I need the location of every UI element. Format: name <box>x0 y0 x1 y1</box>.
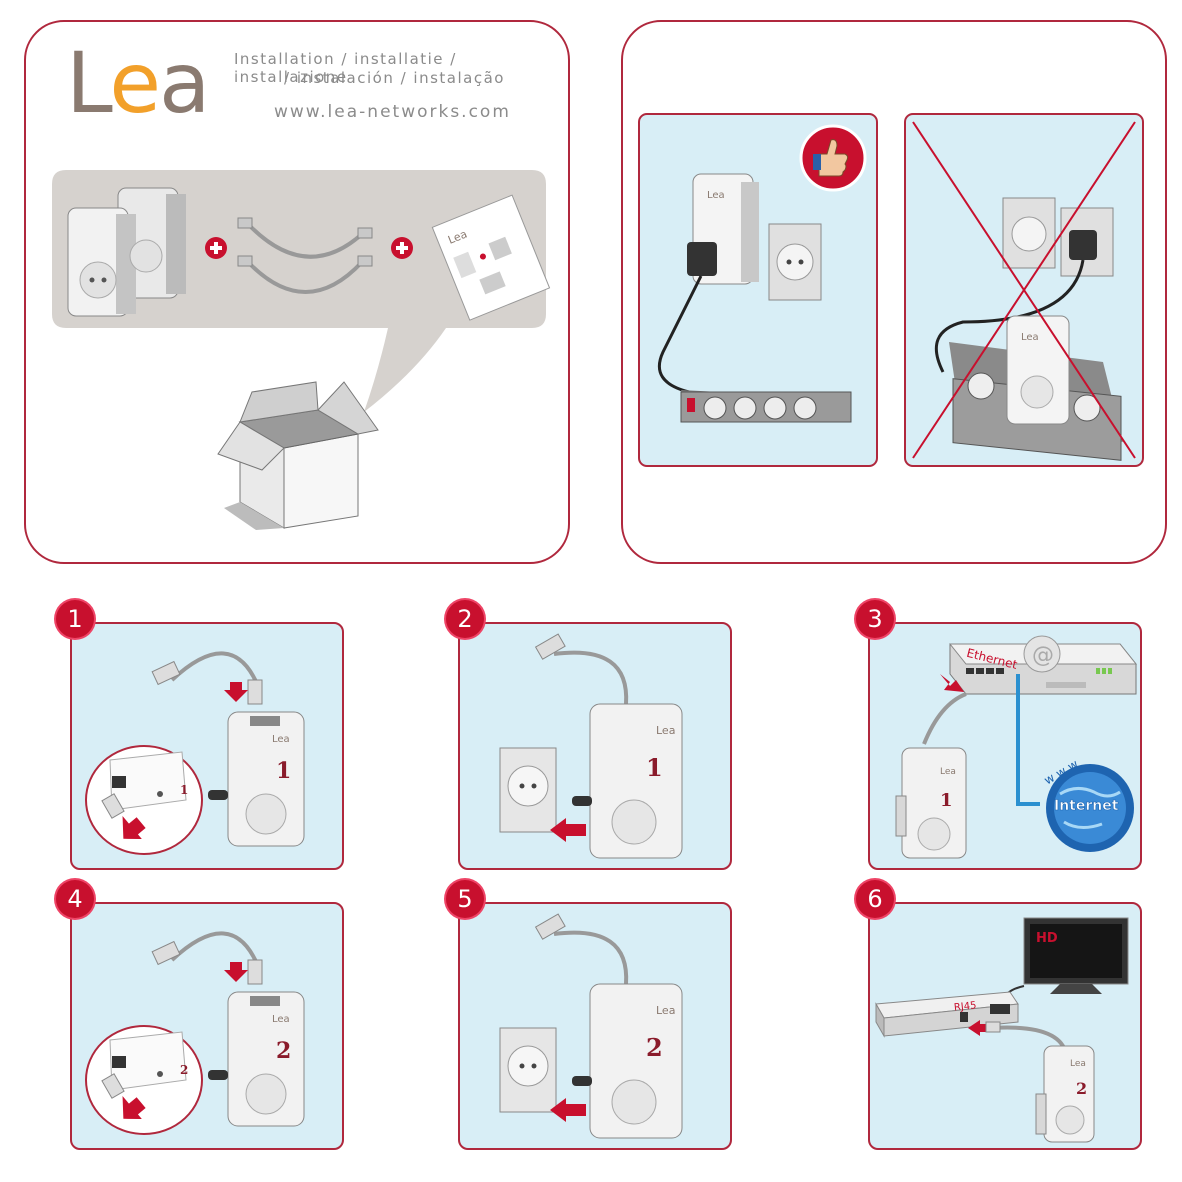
step-2-box: Lea 1 <box>458 622 732 870</box>
svg-text:Lea: Lea <box>272 734 290 745</box>
step-5-illustration: Lea 2 <box>460 904 730 1148</box>
step-6-badge: 6 <box>856 880 894 918</box>
box-icon <box>218 382 378 530</box>
device-number-label: 1 <box>276 758 291 784</box>
svg-text:@: @ <box>1032 643 1054 668</box>
step-2-badge: 2 <box>446 600 484 638</box>
contents-panel: Lea Installation / installatie / install… <box>24 20 570 564</box>
step-3-illustration: @ Ethernet Lea 1 w w w Internet <box>870 624 1140 868</box>
package-contents-illustration: Lea <box>26 22 568 562</box>
step-2-illustration: Lea 1 <box>460 624 730 868</box>
down-arrow-icon <box>224 682 248 702</box>
svg-text:Lea: Lea <box>1021 332 1039 343</box>
placement-panel: Lea Lea <box>621 20 1167 564</box>
step-1-badge: 1 <box>56 600 94 638</box>
placement-illustration: Lea Lea <box>623 22 1165 562</box>
step-1-box: Lea 1 1 <box>70 622 344 870</box>
step-5-badge: 5 <box>446 880 484 918</box>
step-5-box: Lea 2 <box>458 902 732 1150</box>
step-4-illustration: Lea 2 2 <box>72 904 342 1148</box>
svg-text:Lea: Lea <box>656 1004 675 1017</box>
inset-number-label: 1 <box>180 783 188 797</box>
step-1-illustration: Lea 1 1 <box>72 624 342 868</box>
plus-icon-2 <box>391 237 413 259</box>
hd-label: HD <box>1036 931 1058 946</box>
rj45-label: RJ45 <box>953 1000 977 1013</box>
device-number-label: 2 <box>646 1033 663 1062</box>
step-6-illustration: HD RJ45 Lea 2 <box>870 904 1140 1148</box>
svg-text:Lea: Lea <box>1070 1059 1086 1069</box>
step-6-box: HD RJ45 Lea 2 <box>868 902 1142 1150</box>
correct-placement: Lea <box>639 114 877 466</box>
inset-number-label: 2 <box>180 1063 188 1077</box>
step-4-badge: 4 <box>56 880 94 918</box>
step-4-box: Lea 2 2 <box>70 902 344 1150</box>
down-arrow-icon <box>224 962 248 982</box>
svg-text:Lea: Lea <box>656 724 675 737</box>
device-number-label: 1 <box>646 753 663 782</box>
device-number-label: 1 <box>940 790 953 811</box>
device-number-label: 2 <box>276 1038 291 1064</box>
incorrect-placement: Lea <box>905 114 1143 466</box>
svg-text:Lea: Lea <box>707 190 725 201</box>
step-3-badge: 3 <box>856 600 894 638</box>
device-number-label: 2 <box>1076 1079 1087 1098</box>
hd-tv-icon: HD <box>1024 918 1128 994</box>
svg-text:Lea: Lea <box>940 767 956 777</box>
step-3-box: @ Ethernet Lea 1 w w w Internet <box>868 622 1142 870</box>
internet-label: Internet <box>1054 798 1119 814</box>
plus-icon <box>205 237 227 259</box>
thumbs-up-icon <box>801 126 865 190</box>
svg-text:Lea: Lea <box>272 1014 290 1025</box>
